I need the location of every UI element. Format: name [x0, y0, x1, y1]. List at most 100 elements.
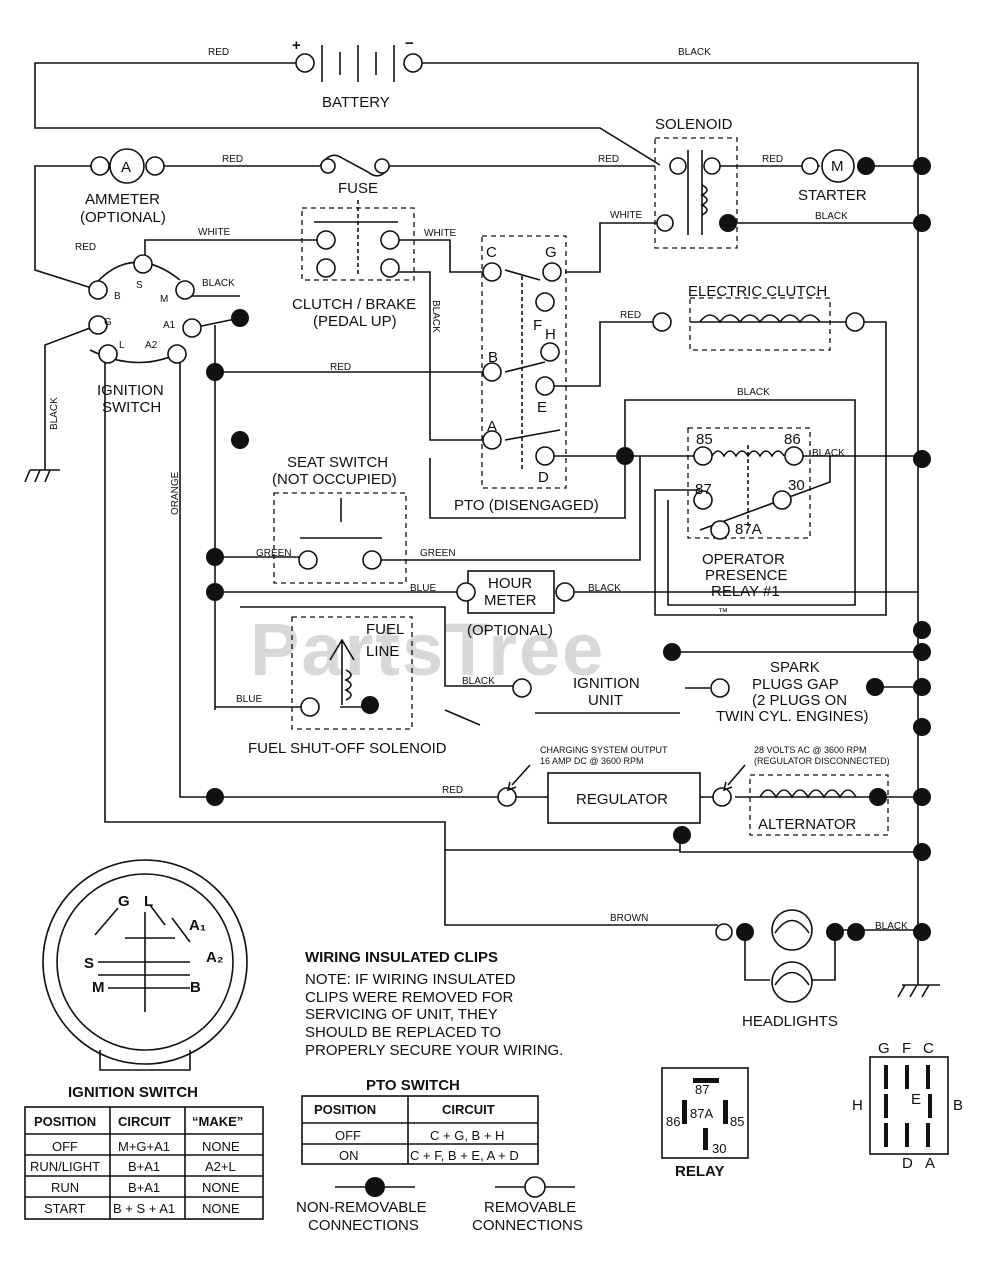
wire-label-red-8: RED	[442, 785, 463, 796]
fuse-label: FUSE	[338, 180, 378, 197]
wire-label-black-1: BLACK	[678, 47, 711, 58]
relay-box	[687, 427, 811, 539]
seat-switch-label: SEAT SWITCH	[287, 454, 388, 471]
clutch-brake-label: CLUTCH / BRAKE	[292, 296, 416, 313]
ammeter-symbol	[109, 148, 145, 184]
ign-face-l: L	[144, 893, 153, 910]
solenoid-label: SOLENOID	[655, 116, 733, 133]
regulator-box	[547, 772, 701, 824]
notes-line-4: PROPERLY SECURE YOUR WIRING.	[305, 1042, 563, 1059]
alternator-label: ALTERNATOR	[758, 816, 857, 833]
ignition-switch-label: IGNITION	[97, 382, 164, 399]
pto-term-e: E	[537, 399, 547, 416]
pto-pin-e: E	[911, 1091, 921, 1108]
pto-row-1-circuit: C + F, B + E, A + D	[410, 1148, 519, 1163]
watermark-tm: ™	[718, 607, 728, 618]
ignition-table-header-make: “MAKE”	[192, 1114, 243, 1129]
ammeter-terminal-right	[145, 156, 165, 176]
fuel-solenoid-box	[291, 616, 413, 730]
relay-pin-85: 85	[730, 1114, 744, 1129]
ign-face-a2: A₂	[206, 949, 224, 966]
ignition-row-0-circuit: M+G+A1	[118, 1139, 170, 1154]
wire-label-black-7: BLACK	[49, 397, 60, 430]
ignition-row-3-circuit: B + S + A1	[113, 1201, 175, 1216]
spark-label-2: PLUGS GAP	[752, 676, 839, 693]
legend-non-removable-dot	[365, 1177, 385, 1197]
starter-label: STARTER	[798, 187, 867, 204]
relay-term-87a: 87A	[735, 521, 762, 538]
electric-clutch-label: ELECTRIC CLUTCH	[688, 283, 827, 300]
wire-label-red-1: RED	[208, 47, 229, 58]
relay-term-30: 30	[788, 477, 805, 494]
seat-switch-sub: (NOT OCCUPIED)	[272, 471, 397, 488]
ignition-row-3-make: NONE	[202, 1201, 240, 1216]
ignition-row-2-position: RUN	[51, 1180, 79, 1195]
wire-label-red-4: RED	[762, 154, 783, 165]
wire-label-black-10: BLACK	[875, 921, 908, 932]
wire-label-green-2: GREEN	[420, 548, 456, 559]
wire-label-red-7: RED	[620, 310, 641, 321]
wire-label-black-4: BLACK	[737, 387, 770, 398]
alternator-note-2: (REGULATOR DISCONNECTED)	[754, 756, 890, 766]
notes-line-3: SHOULD BE REPLACED TO	[305, 1024, 501, 1041]
ignition-switch-table	[24, 1106, 264, 1220]
ign-face-g: G	[118, 893, 130, 910]
pto-pin-a: A	[925, 1155, 935, 1172]
electric-clutch-box	[689, 297, 831, 351]
ignition-row-3-position: START	[44, 1201, 85, 1216]
ignition-row-2-make: NONE	[202, 1180, 240, 1195]
ignition-table-title: IGNITION SWITCH	[68, 1084, 198, 1101]
regulator-label: REGULATOR	[576, 791, 668, 808]
hour-meter-label-2: METER	[484, 592, 537, 609]
legend-removable-2: CONNECTIONS	[472, 1217, 583, 1234]
ignition-row-1-circuit: B+A1	[128, 1159, 160, 1174]
legend-non-removable-2: CONNECTIONS	[308, 1217, 419, 1234]
fuel-line-label-1: FUEL	[366, 621, 404, 638]
starter-symbol: M	[831, 158, 844, 175]
wire-label-orange: ORANGE	[170, 471, 181, 515]
ignition-row-0-make: NONE	[202, 1139, 240, 1154]
ignition-row-2-circuit: B+A1	[128, 1180, 160, 1195]
seat-switch-box	[273, 492, 407, 584]
battery-minus: −	[405, 35, 414, 52]
wire-label-black-2: BLACK	[815, 211, 848, 222]
non-removable-dots	[206, 157, 931, 941]
pto-box	[481, 235, 567, 489]
ammeter-symbol-letter: A	[121, 159, 131, 176]
wire-label-blue-2: BLUE	[236, 694, 262, 705]
relay-label-2: PRESENCE	[705, 567, 788, 584]
pto-row-1-position: ON	[339, 1148, 359, 1163]
legend-non-removable-1: NON-REMOVABLE	[296, 1199, 427, 1216]
spark-label-1: SPARK	[770, 659, 820, 676]
pto-term-g: G	[545, 244, 557, 261]
spark-label-3: (2 PLUGS ON	[752, 692, 847, 709]
pto-term-b: B	[488, 349, 498, 366]
ignition-unit-label-2: UNIT	[588, 692, 623, 709]
pto-pinout-box	[869, 1056, 949, 1155]
relay-pin-86: 86	[666, 1114, 680, 1129]
relay-pinout-label: RELAY	[675, 1163, 724, 1180]
wire-label-black-5: BLACK	[812, 448, 845, 459]
pto-pin-b: B	[953, 1097, 963, 1114]
wire-label-white-3: WHITE	[424, 228, 457, 239]
pto-switch-table	[301, 1095, 539, 1165]
ign-term-m: M	[160, 294, 168, 305]
notes-title: WIRING INSULATED CLIPS	[305, 949, 498, 966]
pto-term-a: A	[487, 418, 497, 435]
spark-label-4: TWIN CYL. ENGINES)	[716, 708, 869, 725]
pto-pin-g: G	[878, 1040, 890, 1057]
relay-term-87: 87	[695, 481, 712, 498]
solenoid-box	[654, 137, 738, 249]
ignition-table-header-circuit: CIRCUIT	[118, 1114, 171, 1129]
ignition-switch-face	[42, 859, 248, 1071]
wire-label-black-8: BLACK	[588, 583, 621, 594]
wire-label-white-1: WHITE	[610, 210, 643, 221]
charging-note-1: CHARGING SYSTEM OUTPUT	[540, 745, 668, 755]
ign-term-b: B	[114, 291, 121, 302]
notes-line-0: NOTE: IF WIRING INSULATED	[305, 971, 516, 988]
ign-term-a1: A1	[163, 320, 176, 331]
pto-table-title: PTO SWITCH	[366, 1077, 460, 1094]
hour-meter-label-1: HOUR	[488, 575, 532, 592]
battery-symbol	[295, 45, 423, 82]
